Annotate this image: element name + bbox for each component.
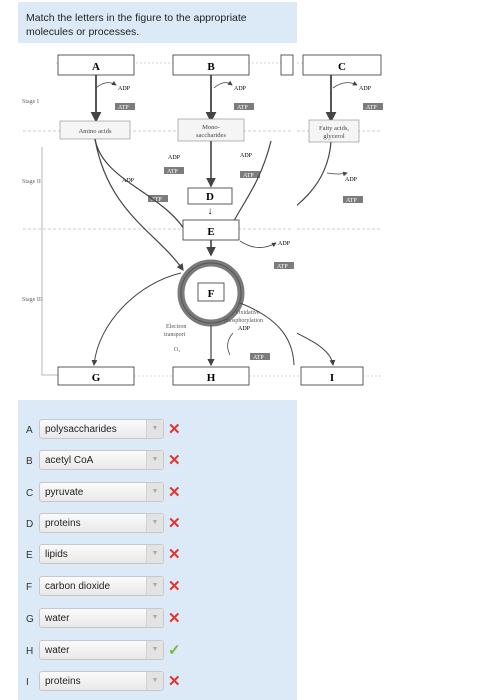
row-letter: G <box>26 614 34 625</box>
atp-badge <box>234 103 254 110</box>
answer-select-i[interactable]: proteins ▼ ✕ <box>39 671 181 691</box>
incorrect-icon: ✕ <box>168 610 181 627</box>
figure-panel <box>18 43 297 400</box>
row-letter: E <box>26 550 33 561</box>
adp-label: ADP <box>278 241 291 247</box>
atp-label: ATP <box>167 169 178 175</box>
box-f <box>197 282 225 302</box>
select-value: carbon dioxide <box>45 581 111 592</box>
chevron-down-icon: ▼ <box>146 451 163 469</box>
box-i-label: I <box>330 372 334 384</box>
oxygen-label: O₂ <box>174 347 180 353</box>
down-arrow: ↓ <box>208 206 213 217</box>
row-letter: F <box>26 582 33 593</box>
incorrect-icon: ✕ <box>168 673 181 690</box>
box-f-label: F <box>208 288 215 300</box>
chevron-down-icon: ▼ <box>146 641 163 659</box>
chevron-down-icon: ▼ <box>146 609 163 627</box>
atp-label: ATP <box>118 105 129 111</box>
box-e-label: E <box>207 226 214 238</box>
box-c <box>302 54 382 76</box>
row-letter: C <box>26 488 34 499</box>
select-value: lipids <box>45 549 68 560</box>
answer-select-e[interactable]: lipids ▼ ✕ <box>39 544 181 564</box>
select-value: water <box>45 613 70 624</box>
chevron-down-icon: ▼ <box>146 577 163 595</box>
answer-select-d[interactable]: proteins ▼ ✕ <box>39 513 181 533</box>
electron-label-2: transport <box>164 332 186 338</box>
atp-label: ATP <box>346 198 357 204</box>
box-d-label: D <box>206 191 214 203</box>
electron-label-1: Electron <box>166 324 186 330</box>
incorrect-icon: ✕ <box>168 452 181 469</box>
adp-label: ADP <box>234 86 247 92</box>
answer-select-f[interactable]: carbon dioxide ▼ ✕ <box>39 576 181 596</box>
atp-badge <box>115 103 135 110</box>
incorrect-icon: ✕ <box>168 578 181 595</box>
select-value: pyruvate <box>45 487 84 498</box>
select-value: proteins <box>45 518 81 529</box>
select-value: proteins <box>45 676 81 687</box>
fatty-label-1: Fatty acids, <box>319 125 349 132</box>
metabolism-figure: Stage I Stage II Stage III A B ADP ATP A… <box>22 54 297 386</box>
chevron-down-icon: ▼ <box>146 672 163 690</box>
chevron-down-icon: ▼ <box>146 514 163 532</box>
answer-select-g[interactable]: water ▼ ✕ <box>39 608 181 628</box>
mono-label-2: saccharides <box>196 132 226 139</box>
answer-select-a[interactable]: polysaccharides ▼ ✕ <box>39 419 181 439</box>
adp-label: ADP <box>168 155 181 161</box>
select-value: acetyl CoA <box>45 455 94 466</box>
adp-label: ADP <box>359 86 372 92</box>
row-letter: A <box>26 425 33 436</box>
question-panel: Match the letters in the figure to the a… <box>18 2 297 43</box>
figure-right-extension: C ADP ATP Fatty acids, glycerol ADP ATP … <box>297 43 392 400</box>
incorrect-icon: ✕ <box>168 546 181 563</box>
select-value: water <box>45 645 70 656</box>
adp-label: ADP <box>238 326 251 332</box>
answers-panel: A polysaccharides ▼ ✕ B acetyl CoA ▼ ✕ C… <box>18 400 297 700</box>
adp-label: ADP <box>345 177 358 183</box>
box-c-label: C <box>338 61 346 73</box>
mono-label-1: Mono- <box>202 124 220 131</box>
atp-label: ATP <box>151 197 162 203</box>
atp-label: ATP <box>253 355 264 361</box>
fatty-acids-box <box>308 119 360 143</box>
select-value: polysaccharides <box>45 424 117 435</box>
stage-label-1: Stage I <box>22 99 39 105</box>
row-letter: B <box>26 456 33 467</box>
answer-select-c[interactable]: pyruvate ▼ ✕ <box>39 482 181 502</box>
atp-label: ATP <box>237 105 248 111</box>
incorrect-icon: ✕ <box>168 515 181 532</box>
stage-label-2: Stage II <box>22 179 41 185</box>
answer-select-b[interactable]: acetyl CoA ▼ ✕ <box>39 450 181 470</box>
fatty-label-2: glycerol <box>323 133 344 140</box>
box-g-label: G <box>92 372 101 384</box>
amino-acids-label: Amino acids <box>78 128 112 135</box>
box-a-label: A <box>92 61 100 73</box>
correct-check-icon: ✓ <box>168 642 181 659</box>
adp-label: ADP <box>122 178 135 184</box>
chevron-down-icon: ▼ <box>146 483 163 501</box>
question-text: Match the letters in the figure to the a… <box>26 12 247 38</box>
atp-label: ATP <box>243 173 254 179</box>
row-letter: D <box>26 519 34 530</box>
atp-label: ATP <box>277 264 288 270</box>
adp-label: ADP <box>240 153 253 159</box>
adp-label: ADP <box>118 86 131 92</box>
chevron-down-icon: ▼ <box>146 545 163 563</box>
oxidative-label-1: Oxidative <box>236 310 260 316</box>
incorrect-icon: ✕ <box>168 421 181 438</box>
stage-label-3: Stage III <box>22 297 43 303</box>
answer-select-h[interactable]: water ▼ ✓ <box>39 640 181 660</box>
box-b-label: B <box>207 61 215 73</box>
row-letter: I <box>26 677 29 688</box>
row-letter: H <box>26 646 34 657</box>
box-h-label: H <box>207 372 216 384</box>
oxidative-label-2: phosphorylation <box>224 318 263 324</box>
atp-label: ATP <box>366 105 377 111</box>
incorrect-icon: ✕ <box>168 484 181 501</box>
box-d <box>187 187 233 205</box>
chevron-down-icon: ▼ <box>146 420 163 438</box>
